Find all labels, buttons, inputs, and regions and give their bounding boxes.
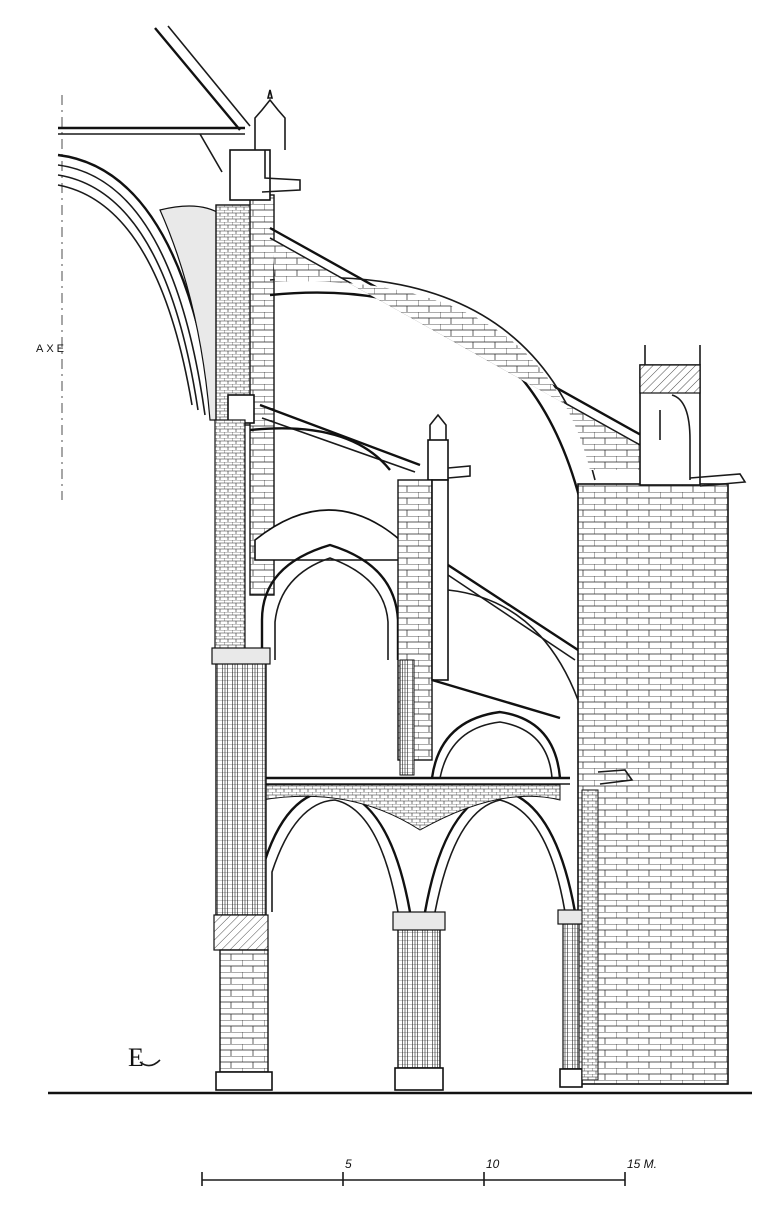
monogram: E: [128, 1043, 144, 1072]
scale-bar: 5 10 15 M.: [201, 1157, 657, 1186]
scale-tick-label: 15 M.: [627, 1157, 657, 1171]
center-column: [392, 659, 446, 1091]
roof-timber: [58, 25, 251, 173]
right-column: [557, 769, 634, 1088]
aisle-level: [227, 769, 577, 913]
left-pier: [211, 647, 273, 1091]
scale-tick-label: 5: [345, 1157, 352, 1171]
middle-pinnacle: [427, 413, 471, 481]
scale-tick-label: 10: [486, 1157, 500, 1171]
axis-marker: AXE: [36, 95, 67, 500]
clerestory-pier: [215, 89, 301, 596]
axis-label: AXE: [36, 343, 67, 355]
triforium-level: [214, 419, 579, 779]
upper-flying-buttress: [269, 226, 651, 501]
high-vault: [57, 153, 223, 421]
monogram-flourish: [139, 1059, 161, 1067]
